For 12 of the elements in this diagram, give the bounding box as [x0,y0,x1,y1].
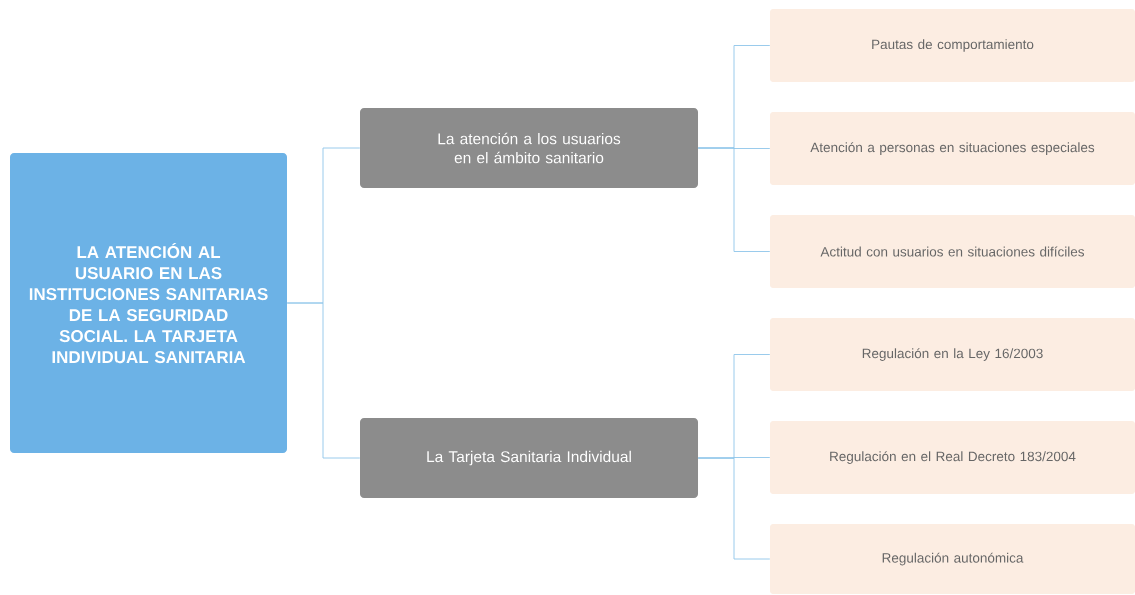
subtopic-box: Regulación en la Ley 16/2003 [770,318,1135,391]
connector-line [286,302,361,459]
topic-box: La atención a los usuarios en el ámbito sanitario [360,108,698,188]
connector-line [697,147,771,252]
subtopic-box: Actitud con usuarios en situaciones difíciles [770,215,1135,288]
subtopic-box: Atención a personas en situaciones especiales [770,112,1135,185]
title-box: LA ATENCIÓN AL USUARIO EN LAS INSTITUCIONES SANITARIAS DE LA SEGURIDAD SOCIAL. LA TARJETA INDIVIDUAL SANITARIA [10,153,287,453]
topic-box: La Tarjeta Sanitaria Individual [360,418,698,498]
connector-line [697,457,771,560]
subtopic-box: Regulación en el Real Decreto 183/2004 [770,421,1135,494]
subtopic-box: Regulación autonómica [770,524,1135,594]
subtopic-box: Pautas de comportamiento [770,9,1135,82]
